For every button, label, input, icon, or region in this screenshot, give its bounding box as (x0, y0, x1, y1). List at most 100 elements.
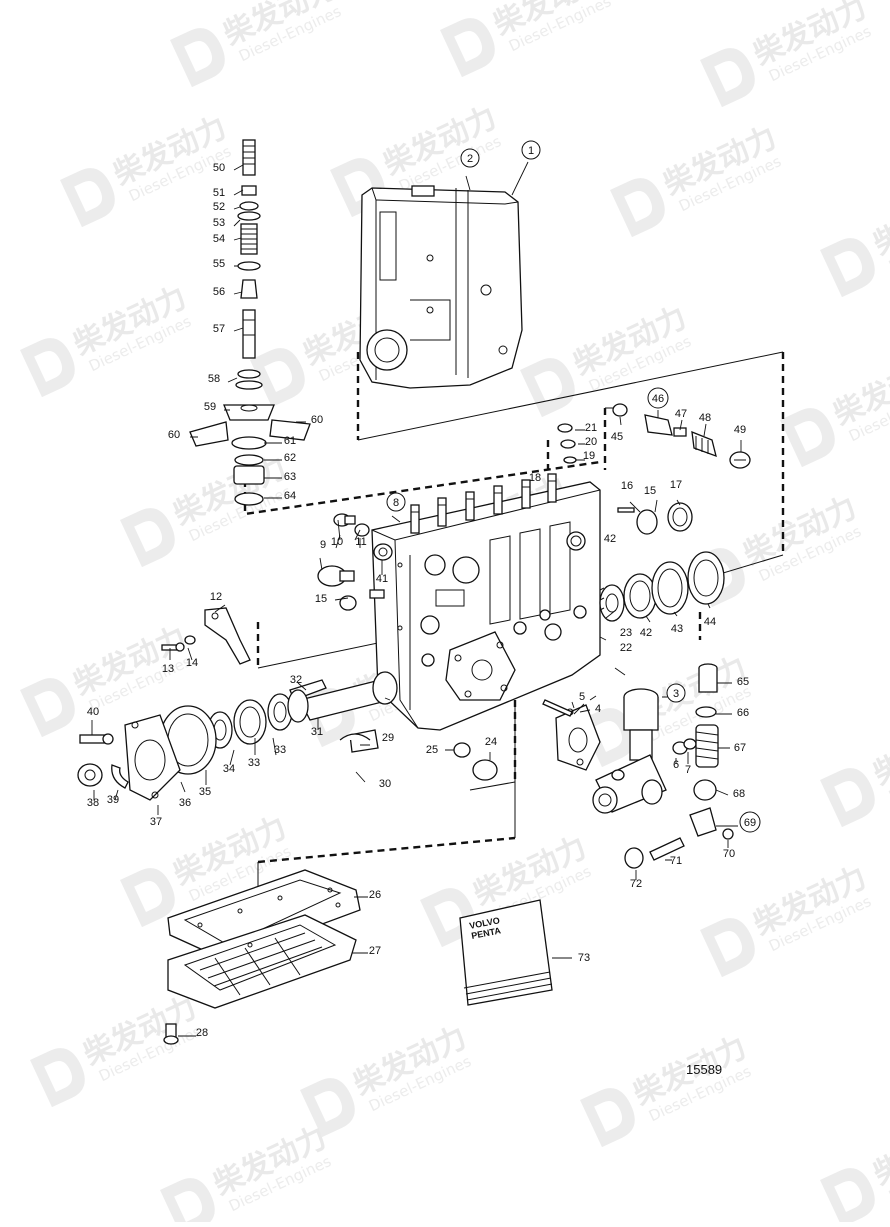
watermark-logo-icon (300, 1078, 355, 1138)
callout-c21: 21 (585, 422, 597, 434)
callout-number: 8 (393, 497, 399, 509)
callout-number: 27 (369, 945, 381, 957)
callout-number: 42 (640, 627, 652, 639)
callout-number: 19 (583, 450, 595, 462)
callout-c5: 5 (579, 691, 585, 703)
callout-c61: 61 (284, 435, 296, 447)
callout-c42b: 42 (640, 627, 652, 639)
callout-c66: 66 (737, 707, 749, 719)
callout-number: 22 (620, 642, 632, 654)
callout-c49: 49 (734, 424, 746, 436)
callout-number: 49 (734, 424, 746, 436)
callout-circle (666, 683, 686, 703)
callout-c28: 28 (196, 1027, 208, 1039)
callout-number: 33 (274, 744, 286, 756)
bottom-cover-and-gasket (163, 869, 368, 1045)
callout-c14: 14 (186, 657, 198, 669)
instruction-booklet (459, 899, 572, 1006)
callout-c4: 4 (595, 703, 601, 715)
callout-number: 35 (199, 786, 211, 798)
callout-number: 50 (213, 162, 225, 174)
callout-number: 21 (585, 422, 597, 434)
watermark-logo-icon (780, 408, 835, 468)
callout-c17: 17 (670, 479, 682, 491)
callout-c63: 63 (284, 471, 296, 483)
callout-c39: 39 (107, 794, 119, 806)
watermark-logo-icon (170, 28, 225, 88)
callout-number: 18 (529, 472, 541, 484)
callout-c31: 31 (311, 726, 323, 738)
callout-c15b: 15 (644, 485, 656, 497)
callout-number: 60 (168, 429, 180, 441)
callout-circle (386, 492, 406, 512)
callout-c44: 44 (704, 616, 716, 628)
callout-c60a: 60 (168, 429, 180, 441)
watermark-logo-icon (30, 1048, 85, 1108)
callout-number: 72 (630, 878, 642, 890)
callout-number: 38 (87, 797, 99, 809)
callout-number: 41 (376, 573, 388, 585)
callout-number: 60 (311, 414, 323, 426)
callout-circle (739, 811, 761, 833)
watermark-logo-icon (120, 868, 175, 928)
callout-number: 37 (150, 816, 162, 828)
watermark-logo-icon (250, 348, 305, 408)
front-gear-and-rings (599, 403, 751, 623)
callout-c16: 16 (621, 480, 633, 492)
callout-c60b: 60 (311, 414, 323, 426)
callout-c27: 27 (369, 945, 381, 957)
callout-c58: 58 (208, 373, 220, 385)
camshaft-assembly (77, 671, 398, 815)
callout-c52: 52 (213, 201, 225, 213)
callout-c13: 13 (162, 663, 174, 675)
delivery-valve-stack (189, 139, 311, 506)
callout-c71: 71 (670, 855, 682, 867)
watermark-logo-icon (610, 178, 665, 238)
callout-number: 14 (186, 657, 198, 669)
watermark-logo-icon (20, 678, 75, 738)
callout-c33a: 33 (248, 757, 260, 769)
callout-c15a: 15 (315, 593, 327, 605)
callout-c48: 48 (699, 412, 711, 424)
callout-number: 33 (248, 757, 260, 769)
callout-number: 20 (585, 436, 597, 448)
callout-number: 65 (737, 676, 749, 688)
callout-number: 12 (210, 591, 222, 603)
callout-number: 39 (107, 794, 119, 806)
callout-number: 67 (734, 742, 746, 754)
callout-number: 55 (213, 258, 225, 270)
callout-c35: 35 (199, 786, 211, 798)
callout-c29: 29 (382, 732, 394, 744)
drawing-number: 15589 (686, 1062, 722, 1077)
callout-number: 5 (579, 691, 585, 703)
watermark-brand: 柴发动力 (868, 710, 890, 792)
watermark-logo-icon (60, 168, 115, 228)
watermark-logo-icon (820, 238, 875, 298)
callout-number: 47 (675, 408, 687, 420)
callout-number: 64 (284, 490, 296, 502)
callout-number: 30 (379, 778, 391, 790)
callout-c8: 8 (386, 492, 406, 512)
callout-c9: 9 (320, 539, 326, 551)
callout-c42a: 42 (604, 533, 616, 545)
watermark-logo-icon (700, 48, 755, 108)
callout-number: 9 (320, 539, 326, 551)
callout-number: 56 (213, 286, 225, 298)
callout-number: 34 (223, 763, 235, 775)
callout-c38: 38 (87, 797, 99, 809)
callout-number: 40 (87, 706, 99, 718)
callout-c53: 53 (213, 217, 225, 229)
callout-number: 25 (426, 744, 438, 756)
callout-number: 6 (673, 759, 679, 771)
callout-number: 42 (604, 533, 616, 545)
watermark-brand: 柴发动力 (868, 180, 890, 262)
callout-c33b: 33 (274, 744, 286, 756)
callout-c18: 18 (529, 472, 541, 484)
